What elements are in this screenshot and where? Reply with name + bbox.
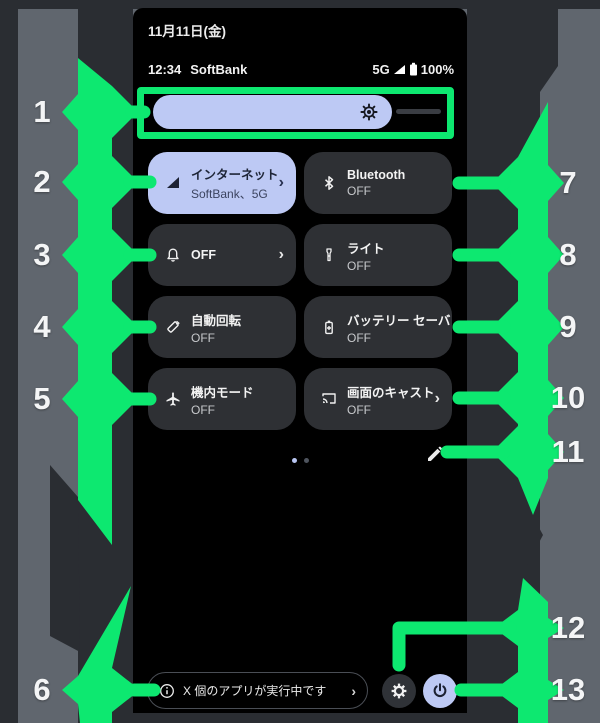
tile-auto-rotate[interactable]: 自動回転 OFF — [148, 296, 296, 358]
running-apps-button[interactable]: X 個のアプリが実行中です › — [147, 672, 368, 709]
tile-bluetooth[interactable]: Bluetooth OFF — [304, 152, 452, 214]
flashlight-icon — [321, 247, 337, 263]
tile-title: 自動回転 — [191, 313, 242, 328]
tile-notifications[interactable]: OFF › — [148, 224, 296, 286]
gear-icon — [390, 682, 408, 700]
tile-subtitle: OFF — [191, 330, 215, 345]
tile-airplane-mode[interactable]: 機内モード OFF — [148, 368, 296, 430]
chevron-right-icon: › — [434, 390, 440, 407]
tile-title: インターネット — [191, 168, 279, 182]
edit-pencil-icon[interactable] — [426, 445, 444, 463]
signal-triangle-icon — [165, 175, 181, 191]
annotation-number-10: 10 — [550, 380, 586, 415]
tile-subtitle: OFF — [347, 184, 371, 198]
running-apps-label: X 個のアプリが実行中です — [183, 684, 327, 698]
auto-rotate-icon — [165, 319, 181, 335]
annotation-number-6: 6 — [33, 672, 51, 707]
tile-flashlight[interactable]: ライト OFF — [304, 224, 452, 286]
tile-title: 画面のキャスト — [347, 385, 435, 400]
status-date: 11月11日(金) — [148, 24, 227, 39]
tile-title: 機内モード — [191, 385, 254, 400]
tile-title: OFF — [191, 248, 216, 262]
status-battery: 100% — [420, 61, 454, 77]
brightness-slider[interactable] — [153, 95, 392, 129]
tile-subtitle: OFF — [347, 402, 371, 417]
annotation-number-2: 2 — [33, 164, 51, 199]
airplane-icon — [165, 391, 181, 407]
tile-screen-cast[interactable]: 画面のキャスト OFF › — [304, 368, 452, 430]
annotation-number-3: 3 — [33, 237, 51, 272]
annotation-number-11: 11 — [551, 434, 585, 469]
power-button[interactable] — [423, 674, 457, 708]
status-carrier: SoftBank — [190, 61, 248, 77]
quick-settings-grid: インターネット SoftBank、5G › Bluetooth OFF — [148, 152, 452, 430]
settings-button[interactable] — [382, 674, 416, 708]
tile-subtitle: SoftBank、5G — [191, 187, 268, 201]
page-indicator — [133, 458, 467, 463]
cast-icon — [321, 391, 337, 407]
chevron-right-icon: › — [278, 246, 284, 263]
annotation-number-1: 1 — [33, 94, 51, 129]
annotation-number-4: 4 — [33, 309, 51, 344]
pager-dot-active — [291, 458, 297, 463]
chevron-right-icon: › — [351, 682, 356, 699]
tile-battery-saver[interactable]: バッテリー セーバ OFF — [304, 296, 452, 358]
brightness-icon — [359, 102, 379, 122]
battery-icon — [409, 62, 418, 76]
pager-dot-inactive — [303, 458, 309, 463]
status-network: 5G — [372, 61, 390, 77]
info-icon — [159, 683, 175, 699]
tile-subtitle: OFF — [347, 258, 371, 273]
tile-internet[interactable]: インターネット SoftBank、5G › — [148, 152, 296, 214]
tile-title: バッテリー セーバ — [347, 313, 451, 328]
bluetooth-icon — [321, 175, 337, 191]
tile-title: Bluetooth — [347, 168, 406, 182]
annotation-number-12: 12 — [550, 610, 586, 645]
tile-subtitle: OFF — [191, 402, 215, 417]
bell-icon — [165, 247, 181, 263]
signal-icon — [393, 64, 406, 75]
phone-screen: 11月11日(金) 12:34 SoftBank 5G 100% — [133, 8, 467, 713]
brightness-track[interactable] — [396, 109, 441, 114]
status-bar: 12:34 SoftBank 5G 100% — [148, 60, 454, 78]
chevron-right-icon: › — [278, 174, 284, 191]
power-icon — [432, 683, 448, 699]
status-time: 12:34 — [148, 61, 182, 77]
annotation-number-9: 9 — [559, 309, 577, 344]
battery-saver-icon — [321, 319, 337, 335]
tile-title: ライト — [347, 241, 385, 256]
annotation-number-8: 8 — [559, 237, 577, 272]
annotation-number-13: 13 — [550, 672, 586, 707]
tile-subtitle: OFF — [347, 330, 371, 345]
annotation-number-7: 7 — [559, 165, 577, 200]
annotation-number-5: 5 — [33, 381, 51, 416]
